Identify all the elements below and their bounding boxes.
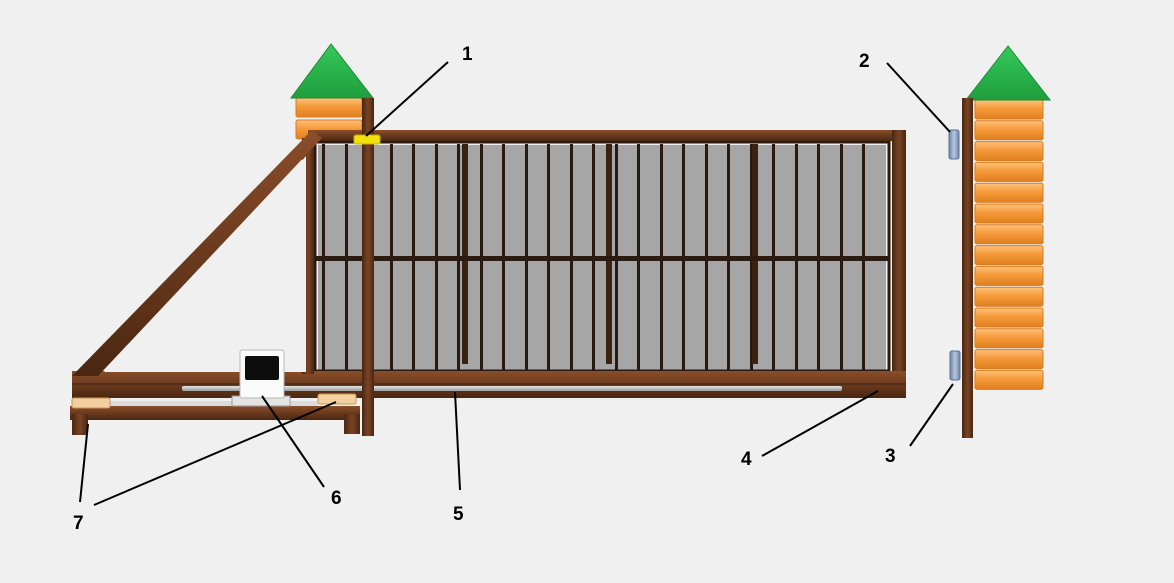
leader-lines — [79, 61, 954, 506]
callout-1: 1 — [462, 44, 473, 65]
gate-top-rail — [308, 130, 906, 141]
gate-upright — [752, 144, 758, 364]
leader-line-7b — [93, 401, 337, 506]
left-pillar-roof — [290, 43, 375, 99]
right-pillar-brick — [974, 99, 1044, 120]
gate-right-stile — [892, 130, 906, 386]
gate-crossbar — [316, 256, 888, 261]
drive-motor-cover — [245, 356, 279, 380]
roller-carriage-right — [317, 393, 357, 405]
right-pillar-brick — [974, 161, 1044, 182]
left-pillar — [290, 43, 375, 140]
counterweight-diagonal — [72, 130, 322, 376]
base-left-leg — [72, 414, 88, 435]
lower-catcher — [949, 350, 961, 381]
gate-upright — [462, 144, 468, 364]
gate-leaf — [72, 130, 906, 398]
roller-carriage-left — [71, 397, 111, 409]
right-pillar-brick — [974, 328, 1044, 349]
leader-line-6 — [261, 395, 325, 488]
callout-2: 2 — [859, 51, 870, 72]
left-pillar-brick-1 — [295, 97, 363, 118]
callout-7: 7 — [73, 513, 84, 534]
right-pillar-brick — [974, 141, 1044, 162]
gate-post — [362, 98, 374, 436]
right-pillar-brick — [974, 120, 1044, 141]
guide-rail — [182, 386, 842, 391]
leader-line-2 — [886, 62, 951, 133]
leader-line-3 — [909, 383, 954, 447]
right-pillar-roof — [964, 45, 1052, 101]
gate-upright — [606, 144, 612, 364]
right-pillar — [948, 45, 1052, 438]
callout-3: 3 — [885, 446, 896, 467]
right-pillar-brick — [974, 349, 1044, 370]
right-pillar-brick — [974, 369, 1044, 390]
callout-5: 5 — [453, 504, 464, 525]
base-right-leg — [344, 414, 360, 434]
callout-labels: 1 2 3 4 5 6 7 — [73, 44, 896, 534]
leader-line-5 — [454, 391, 461, 491]
right-pillar-brick — [974, 224, 1044, 245]
right-pillar-brick — [974, 286, 1044, 307]
leader-line-1 — [365, 61, 449, 137]
base-rail — [110, 401, 318, 406]
base-beam — [70, 406, 360, 420]
upper-catcher — [948, 129, 960, 160]
right-pillar-brick — [974, 245, 1044, 266]
right-pillar-brick — [974, 265, 1044, 286]
roller-base — [70, 393, 360, 435]
gate-drive-motor — [231, 349, 291, 407]
receiving-post — [962, 98, 973, 438]
callout-6: 6 — [331, 488, 342, 509]
leader-line-4 — [761, 390, 879, 457]
right-pillar-brick — [974, 203, 1044, 224]
leader-line-7a — [79, 423, 89, 503]
right-pillar-brick — [974, 182, 1044, 203]
callout-4: 4 — [741, 449, 752, 470]
right-pillar-brick — [974, 307, 1044, 328]
